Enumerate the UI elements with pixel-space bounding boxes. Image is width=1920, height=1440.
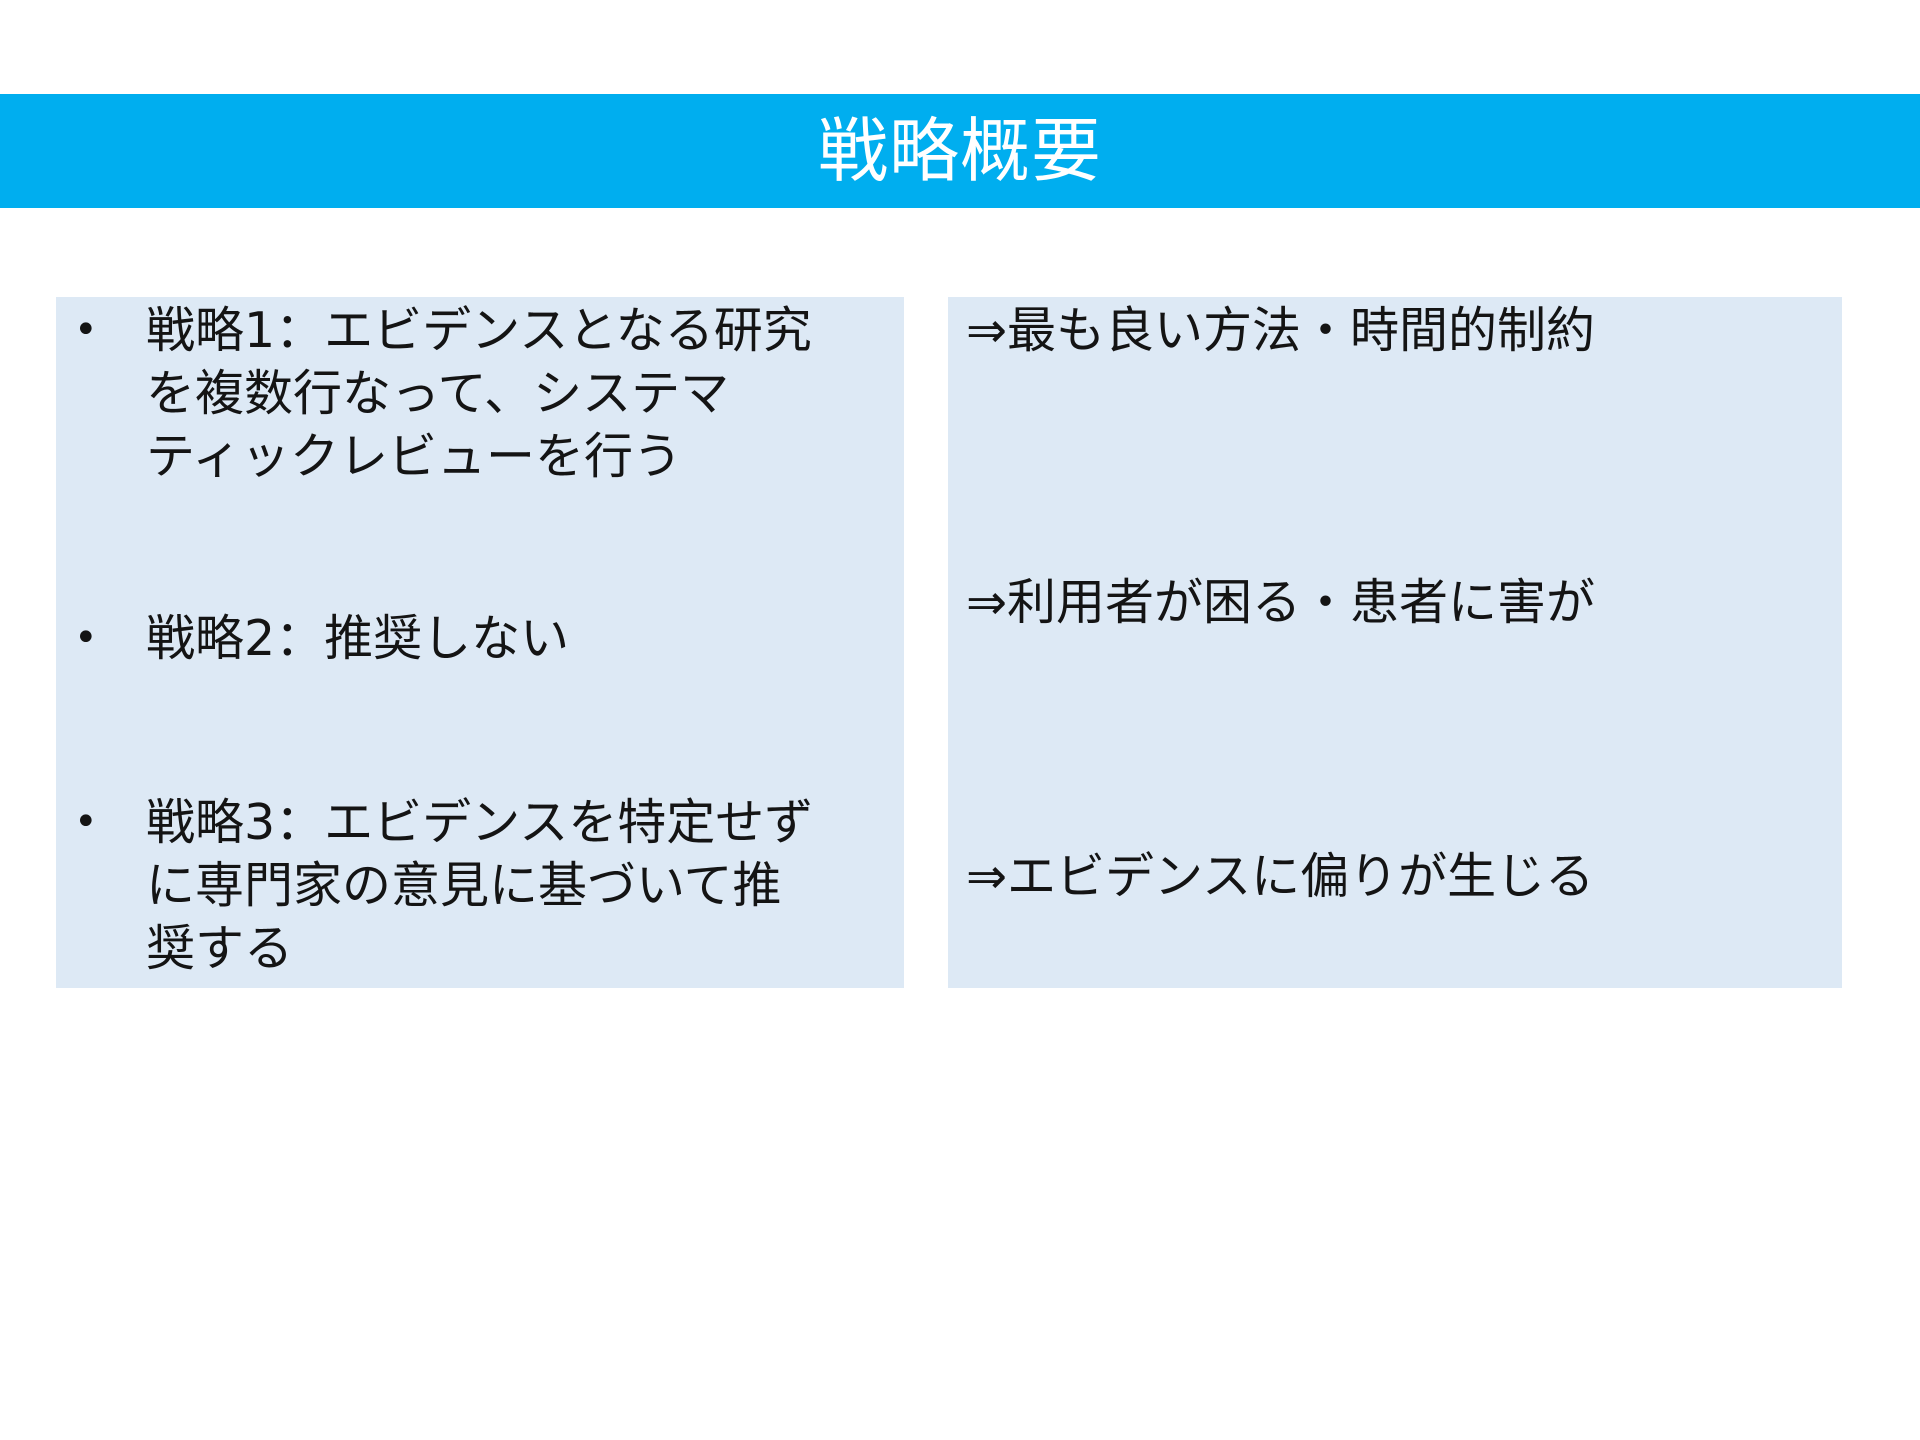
- title-band: 戦略概要: [0, 94, 1920, 208]
- strategy-3-line-2: に専門家の意見に基づいて推: [146, 857, 782, 914]
- strategy-1-text: 戦略1：エビデンスとなる研究 を複数行なって、システマ ティックレビューを行う: [146, 299, 894, 488]
- strategy-3-line-1: 戦略3：エビデンスを特定せず: [146, 794, 814, 851]
- consequences-panel: ⇒最も良い方法・時間的制約 ⇒利用者が困る・患者に害が ⇒エビデンスに偏りが生じ…: [948, 297, 1842, 988]
- strategy-1-line-3: ティックレビューを行う: [146, 428, 683, 485]
- bullet-icon: •: [74, 799, 98, 845]
- strategy-2-line-1: 戦略2：推奨しない: [146, 610, 570, 667]
- strategy-3-text: 戦略3：エビデンスを特定せず に専門家の意見に基づいて推 奨する: [146, 791, 894, 980]
- strategy-2-text: 戦略2：推奨しない: [146, 607, 894, 670]
- strategies-panel: • 戦略1：エビデンスとなる研究 を複数行なって、システマ ティックレビューを行…: [56, 297, 904, 988]
- consequence-3: ⇒エビデンスに偏りが生じる: [966, 848, 1595, 905]
- strategy-1-line-2: を複数行なって、システマ: [146, 365, 730, 422]
- bullet-icon: •: [74, 307, 98, 353]
- strategy-1-line-1: 戦略1：エビデンスとなる研究: [146, 302, 812, 359]
- consequence-1: ⇒最も良い方法・時間的制約: [966, 302, 1596, 359]
- strategy-3-line-3: 奨する: [146, 920, 294, 977]
- consequence-2: ⇒利用者が困る・患者に害が: [966, 574, 1596, 631]
- slide-title: 戦略概要: [818, 110, 1102, 192]
- bullet-icon: •: [74, 615, 98, 661]
